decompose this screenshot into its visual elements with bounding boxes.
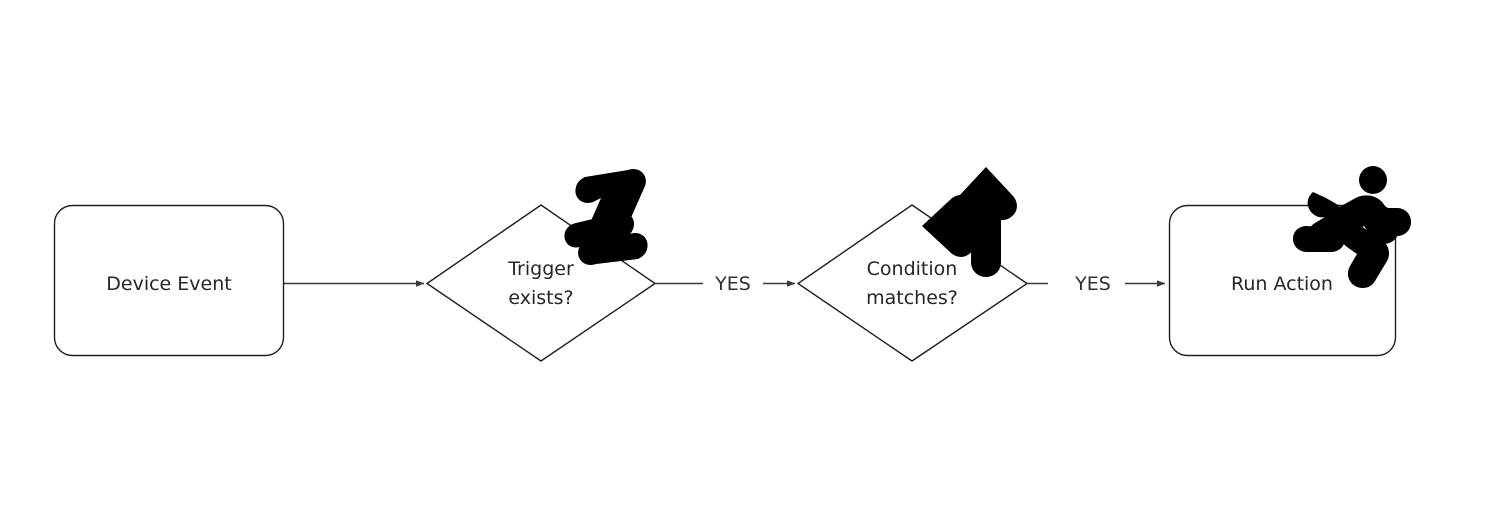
trigger-exists-label-line-1: Trigger (507, 258, 574, 280)
condition-matches-label-line-1: Condition (867, 258, 958, 280)
running-person-icon (1293, 166, 1411, 289)
runner-head (1359, 166, 1387, 194)
device-event-shape[interactable] (53, 204, 285, 357)
device-event-label: Device Event (106, 273, 231, 295)
trigger-exists-label-line-2: exists? (508, 287, 573, 309)
branch-arrow-icon (922, 167, 1017, 277)
edge-condition-to-run-action: YES (1027, 273, 1166, 295)
edge-trigger-to-condition: YES (655, 273, 796, 295)
node-device-event[interactable]: Device Event (53, 204, 285, 357)
edge-label-yes-1: YES (714, 273, 751, 295)
run-action-label: Run Action (1231, 273, 1333, 295)
edge-label-yes-2: YES (1074, 273, 1111, 295)
lightning-bolt-icon (564, 169, 648, 265)
condition-matches-label-line-2: matches? (866, 287, 958, 309)
node-condition-matches[interactable]: Condition matches? (796, 204, 1029, 362)
